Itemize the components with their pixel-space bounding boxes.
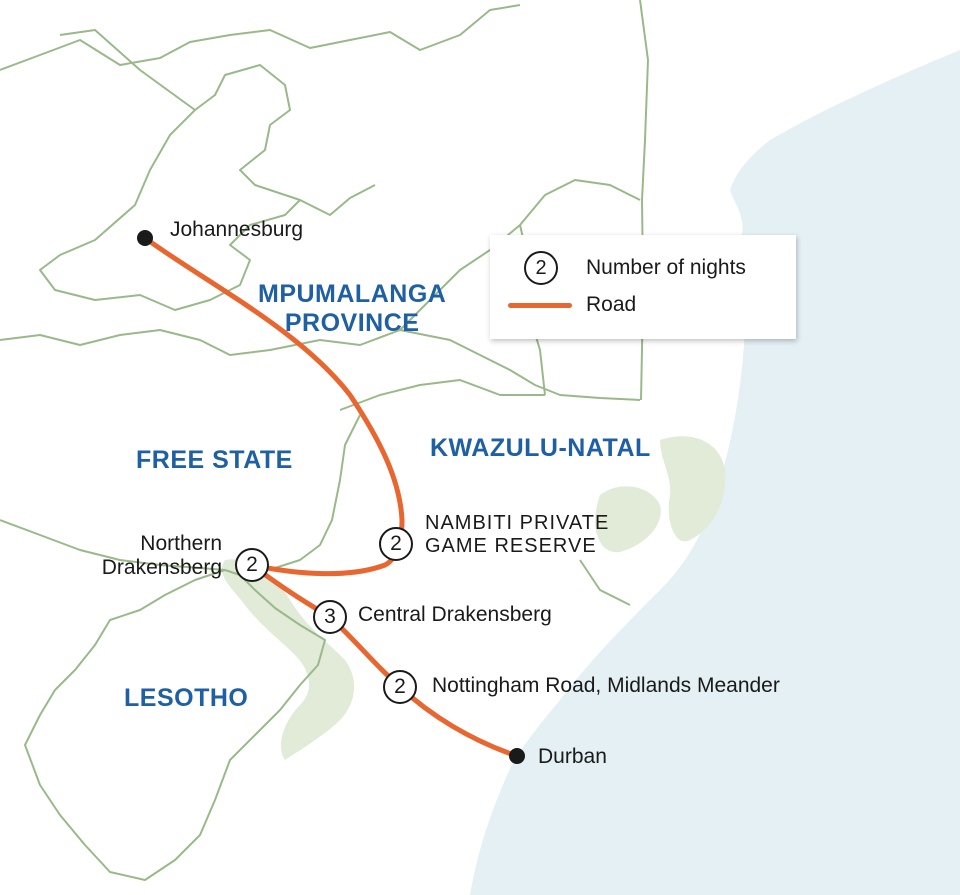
region-kwazulu-natal: KWAZULU-NATAL [430,434,651,462]
stop-central-nights: 3 [313,600,347,634]
border-line [0,519,226,571]
map-legend: 2 Number of nights Road [490,235,796,339]
legend-road-line [508,302,572,308]
road-route [249,562,520,759]
stop-nambiti-nights: 2 [379,527,413,561]
johannesburg-dot [137,230,153,246]
legend-nights-label: Number of nights [586,256,746,279]
indian-ocean [470,50,960,895]
park-area [221,559,355,760]
province-borders [0,0,649,881]
road-route [142,235,405,577]
region-lesotho: LESOTHO [124,684,249,712]
park-areas [221,436,726,760]
legend-nights-circle: 2 [524,251,558,285]
durban-dot [509,748,525,764]
border-line [0,4,521,71]
stop-nottingham-name: Nottingham Road, Midlands Meander [432,674,780,697]
border-line [24,569,326,881]
border-line [339,379,545,411]
legend-nights-row: 2 Number of nights [524,251,746,285]
city-johannesburg: Johannesburg [170,218,304,241]
region-mpumalanga: MPUMALANGA PROVINCE [258,280,447,337]
border-line [639,0,649,401]
border-line [0,329,641,401]
border-line [254,414,361,569]
stop-northern-nights: 2 [235,548,269,582]
border-line [579,559,631,606]
stop-nottingham-nights: 2 [383,670,417,704]
legend-road-row: Road [508,293,636,317]
stop-northern-name: Northern Drakensberg [101,532,222,580]
border-line [39,109,301,311]
city-durban: Durban [538,745,607,768]
border-line [59,29,376,216]
park-area [595,486,661,553]
stop-central-name: Central Drakensberg [358,603,552,626]
legend-road-label: Road [586,293,637,316]
stop-nambiti-name: NAMBITI PRIVATE GAME RESERVE [425,512,610,557]
region-free-state: FREE STATE [136,446,293,474]
park-area [660,436,726,542]
